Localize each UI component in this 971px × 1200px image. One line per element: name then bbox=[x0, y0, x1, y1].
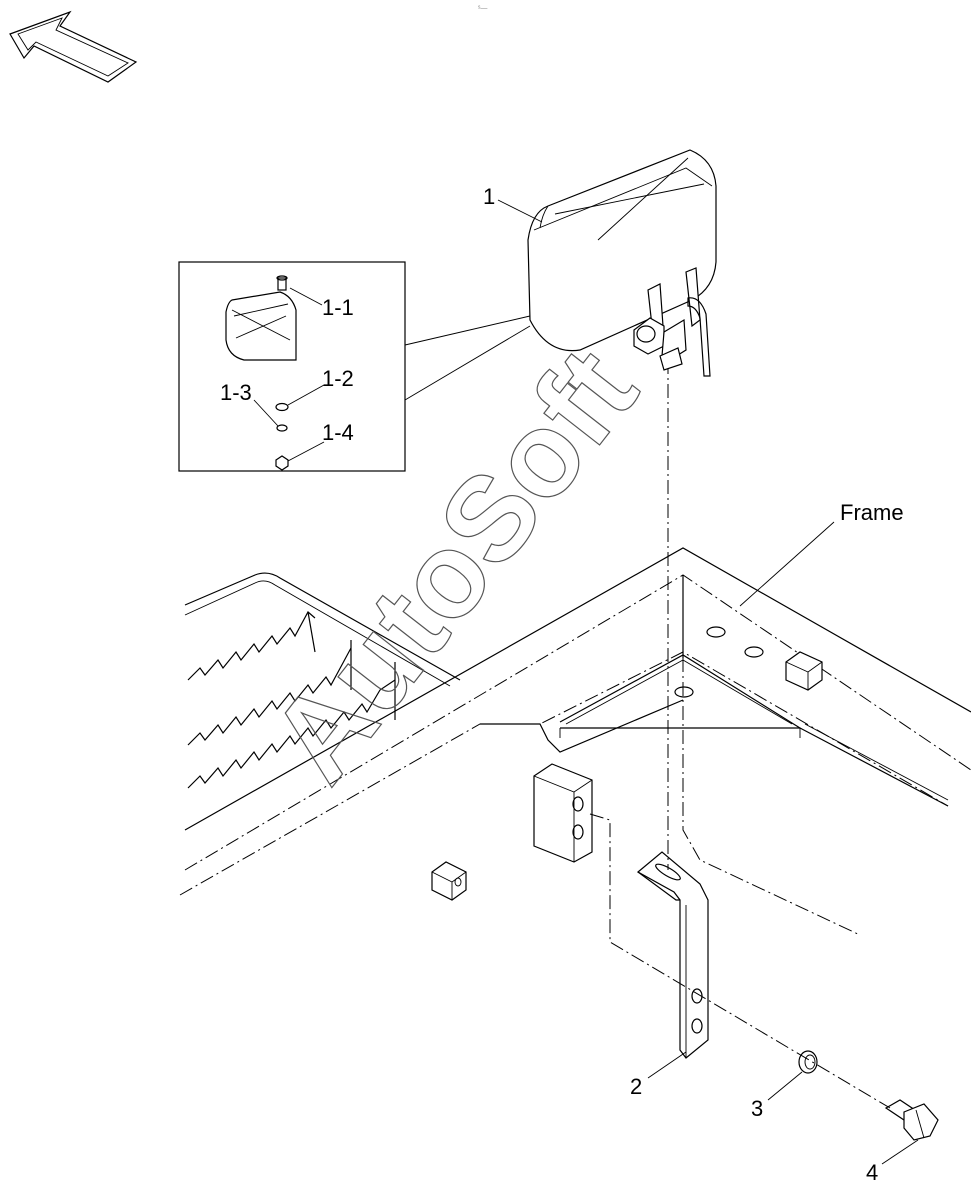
assembly-guide-lines bbox=[589, 360, 891, 1109]
leader-lines bbox=[497, 199, 919, 1165]
label-part-4: 4 bbox=[866, 1160, 878, 1185]
loose-nut-block-icon bbox=[431, 861, 467, 901]
label-part-1-3: 1-3 bbox=[220, 380, 252, 405]
frame-nut-block-icon bbox=[785, 651, 823, 691]
label-part-1-2: 1-2 bbox=[322, 366, 354, 391]
bolt-icon bbox=[884, 1099, 939, 1141]
label-part-1-1: 1-1 bbox=[322, 295, 354, 320]
bracket-icon bbox=[636, 851, 709, 1059]
spacer-block-icon bbox=[533, 763, 593, 863]
label-part-1: 1 bbox=[483, 184, 495, 209]
front-direction-arrow-icon bbox=[9, 10, 138, 83]
label-part-2: 2 bbox=[630, 1074, 642, 1099]
washer-icon bbox=[798, 1050, 818, 1074]
label-frame: Frame bbox=[840, 500, 904, 525]
label-part-1-4: 1-4 bbox=[322, 420, 354, 445]
frame-structure bbox=[179, 547, 971, 936]
step-treads bbox=[187, 611, 396, 789]
work-lamp-icon bbox=[527, 149, 717, 377]
detail-inset bbox=[178, 261, 531, 472]
top-mark: ˢ— bbox=[478, 5, 487, 12]
label-part-3: 3 bbox=[751, 1096, 763, 1121]
watermark: AutoSoft bbox=[245, 324, 662, 806]
